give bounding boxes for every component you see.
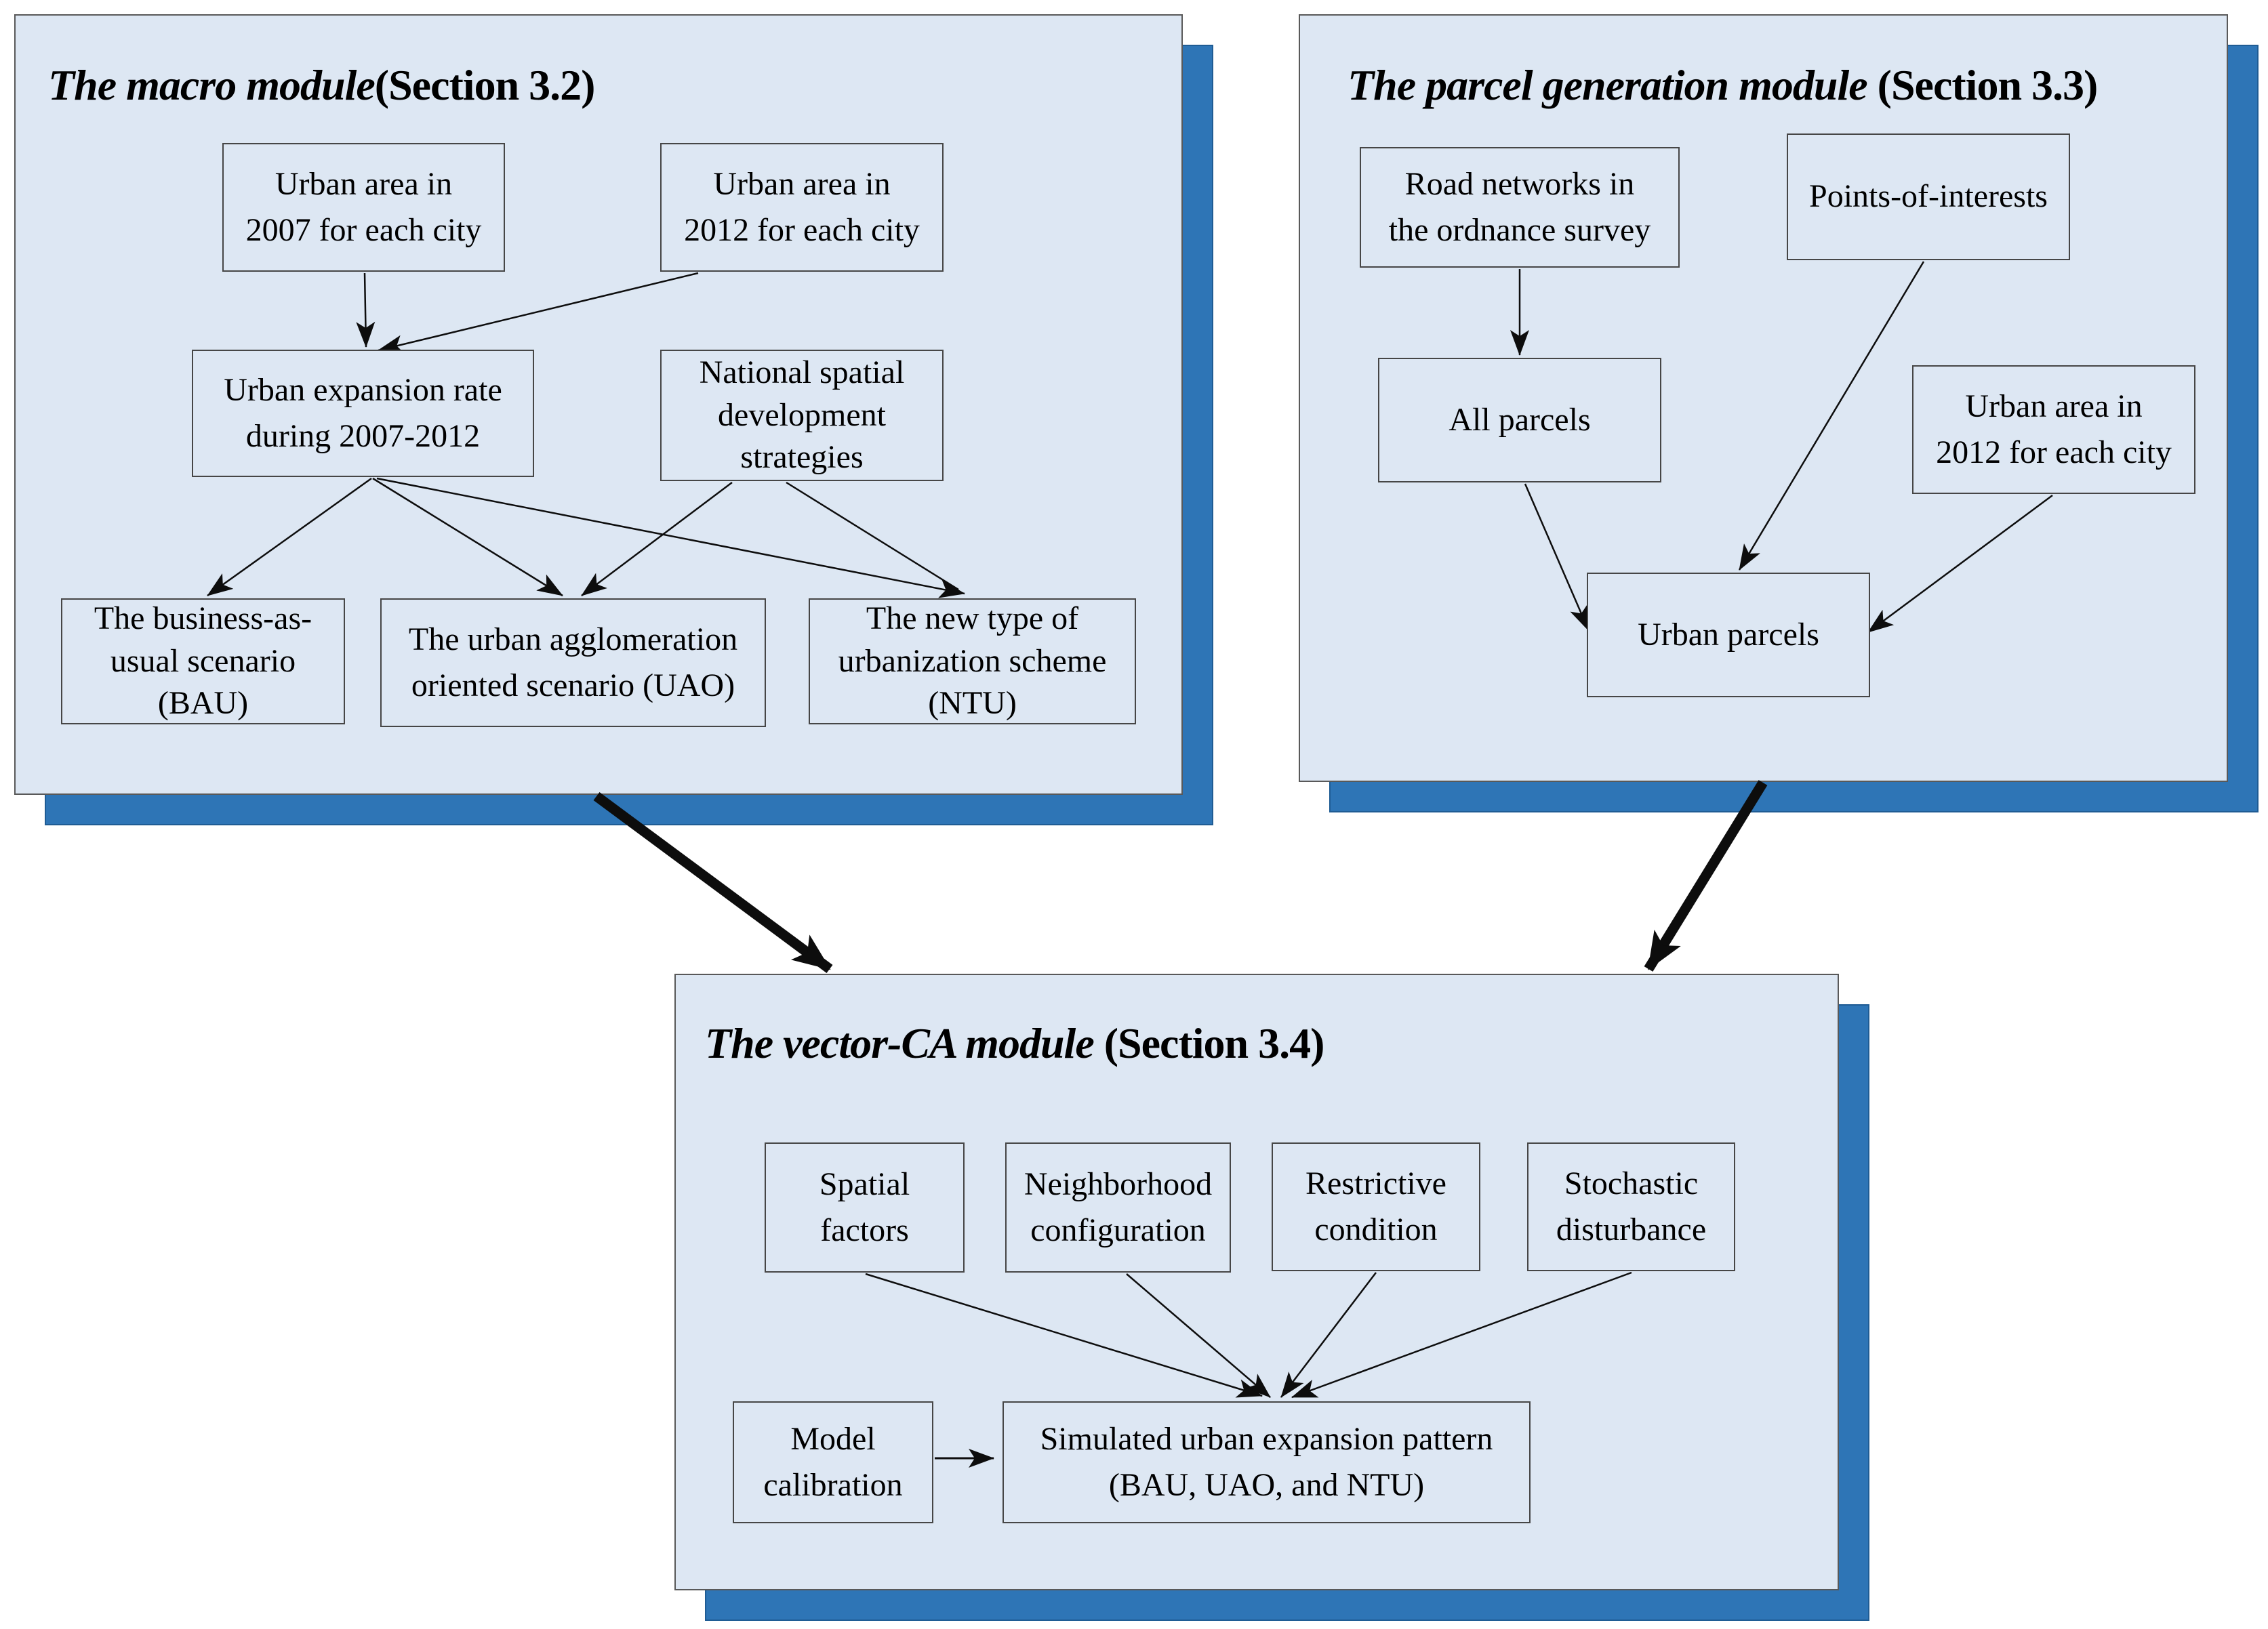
parcel-module-title-section: (Section 3.3) [1867, 61, 2099, 109]
vector-module-title-name: The vector-CA module [705, 1019, 1095, 1067]
box-model-calibration: Model calibration [733, 1401, 933, 1523]
box-urban-parcels: Urban parcels [1587, 573, 1870, 697]
parcel-module-title: The parcel generation module (Section 3.… [1348, 60, 2099, 110]
box-urban-area-2012-macro: Urban area in 2012 for each city [660, 143, 944, 272]
parcel-module-title-name: The parcel generation module [1348, 61, 1868, 109]
macro-module-title-name: The macro module [48, 61, 376, 109]
box-restrictive-condition: Restrictive condition [1272, 1142, 1480, 1271]
box-neighborhood-configuration: Neighborhood configuration [1005, 1142, 1231, 1273]
box-points-of-interests: Points-of-interests [1787, 133, 2070, 260]
box-national-spatial-strategies: National spatial development strategies [660, 350, 944, 481]
box-spatial-factors: Spatial factors [765, 1142, 965, 1273]
box-simulated-pattern: Simulated urban expansion pattern (BAU, … [1003, 1401, 1531, 1523]
box-bau-scenario: The business-as- usual scenario (BAU) [61, 598, 345, 724]
vector-module-title: The vector-CA module (Section 3.4) [705, 1018, 1324, 1069]
vector-module-title-section: (Section 3.4) [1093, 1019, 1325, 1067]
box-road-networks: Road networks in the ordnance survey [1360, 147, 1680, 268]
macro-module-title: The macro module(Section 3.2) [48, 60, 596, 110]
box-uao-scenario: The urban agglomeration oriented scenari… [380, 598, 766, 727]
box-urban-expansion-rate: Urban expansion rate during 2007-2012 [192, 350, 534, 477]
box-urban-area-2012-parcel: Urban area in 2012 for each city [1912, 365, 2195, 494]
box-ntu-scheme: The new type of urbanization scheme (NTU… [809, 598, 1136, 724]
macro-module-title-section: (Section 3.2) [374, 61, 596, 109]
box-stochastic-disturbance: Stochastic disturbance [1527, 1142, 1735, 1271]
box-urban-area-2007: Urban area in 2007 for each city [222, 143, 505, 272]
box-all-parcels: All parcels [1378, 358, 1661, 482]
